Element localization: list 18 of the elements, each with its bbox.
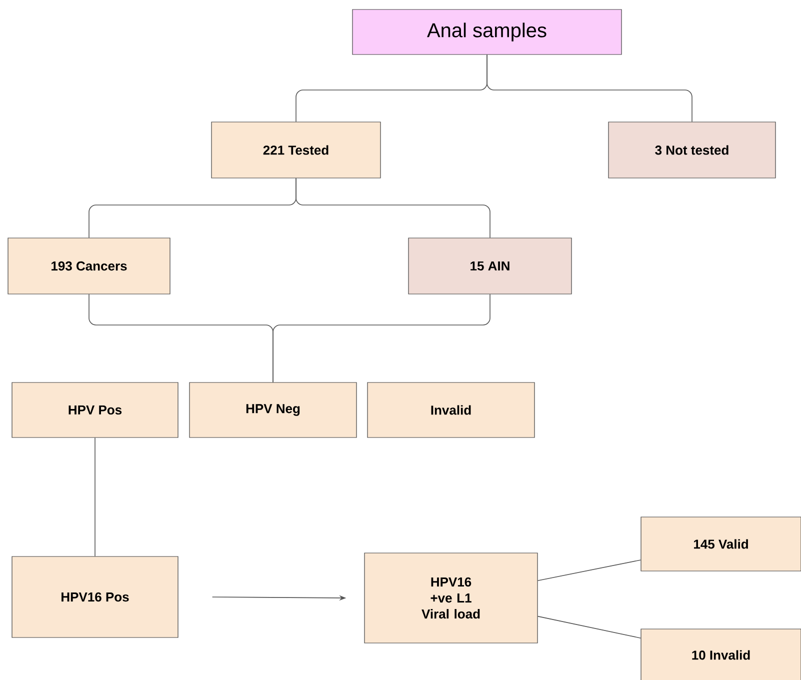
process-box: HPV Neg	[189, 382, 357, 438]
process-box: 221 Tested	[211, 122, 381, 178]
process-box: HPV16 Pos	[12, 556, 178, 638]
connector-line	[537, 560, 642, 582]
title-box: Anal samples	[352, 9, 622, 55]
process-box: 15 AIN	[408, 238, 572, 294]
brace	[296, 178, 490, 238]
brace	[486, 54, 692, 122]
process-box: 10 Invalid	[640, 628, 801, 680]
process-box: HPV16 +ve L1 Viral load	[364, 552, 538, 644]
process-box: 193 Cancers	[8, 238, 170, 294]
process-box: HPV Pos	[12, 382, 178, 438]
process-box: 145 Valid	[640, 516, 801, 572]
connector-line	[537, 616, 642, 638]
process-box: Invalid	[367, 382, 535, 438]
brace	[272, 294, 490, 383]
connector-line	[94, 437, 96, 557]
process-box: 3 Not tested	[608, 122, 776, 178]
